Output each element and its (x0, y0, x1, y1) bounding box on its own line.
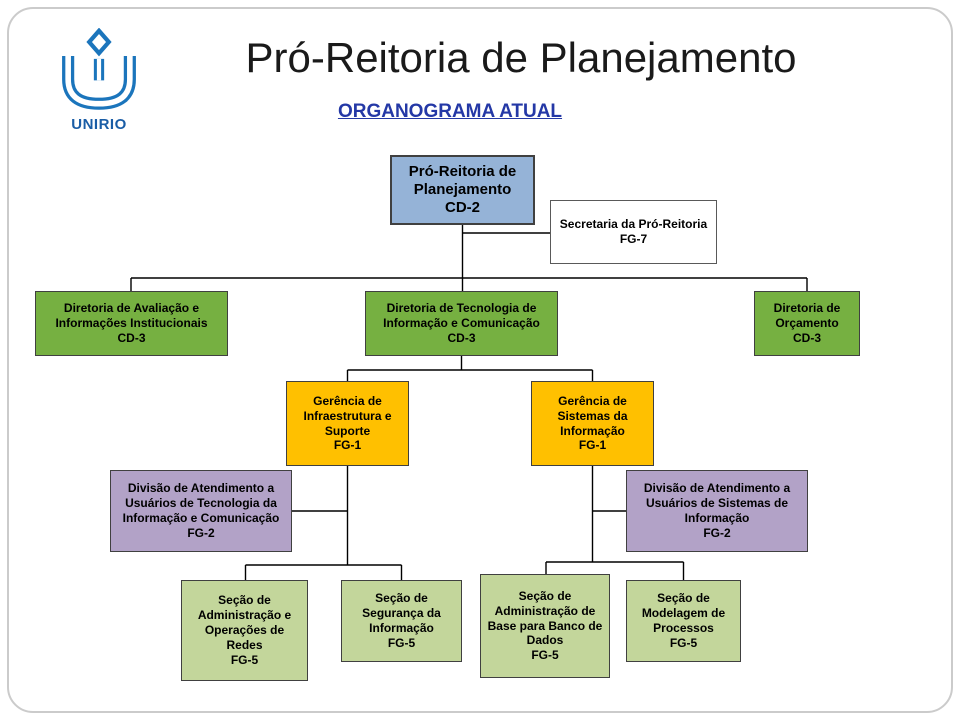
org-node-code: FG-5 (230, 652, 259, 667)
org-node-divisao-tic: Divisão de Atendimento a Usuários de Tec… (110, 470, 292, 552)
org-node-diretoria-tecnologia: Diretoria de Tecnologia de Informação e … (365, 291, 558, 356)
org-node-code: FG-5 (387, 635, 416, 650)
org-node-secao-banco: Seção de Administração de Base para Banc… (480, 574, 610, 678)
org-node-code: FG-2 (703, 525, 731, 540)
org-node-code: FG-1 (578, 438, 607, 453)
org-node-label: Diretoria de Orçamento (773, 301, 841, 331)
unirio-logo-icon (62, 27, 136, 110)
org-node-code: CD-3 (447, 330, 476, 345)
org-node-gerencia-infraestrutura: Gerência de Infraestrutura e Suporte FG-… (286, 381, 409, 466)
org-node-label: Diretoria de Tecnologia de Informação e … (383, 301, 540, 331)
org-node-label: Seção de Modelagem de Processos (641, 591, 726, 635)
org-node-pro-reitoria: Pró-Reitoria de Planejamento CD-2 (390, 155, 535, 225)
org-node-label: Pró-Reitoria de Planejamento (408, 163, 517, 198)
org-node-label: Diretoria de Avaliação e Informações Ins… (55, 301, 208, 331)
org-node-diretoria-avaliacao: Diretoria de Avaliação e Informações Ins… (35, 291, 228, 356)
org-node-label: Gerência de Sistemas da Informação (557, 393, 628, 438)
org-node-code: FG-1 (333, 438, 362, 453)
org-node-code: CD-3 (792, 330, 821, 345)
org-node-secao-redes: Seção de Administração e Operações de Re… (181, 580, 308, 681)
org-node-secretaria: Secretaria da Pró-Reitoria FG-7 (550, 200, 717, 264)
unirio-logo-text: UNIRIO (71, 116, 127, 133)
org-node-code: FG-7 (619, 232, 648, 246)
org-node-code: FG-5 (531, 648, 559, 663)
org-node-label: Gerência de Infraestrutura e Suporte (303, 393, 392, 438)
org-node-label: Divisão de Atendimento a Usuários de Tec… (122, 481, 280, 525)
org-node-code: CD-3 (117, 330, 146, 345)
org-node-gerencia-sistemas: Gerência de Sistemas da Informação FG-1 (531, 381, 654, 466)
org-node-secao-seguranca: Seção de Segurança da Informação FG-5 (341, 580, 462, 662)
page-subtitle: ORGANOGRAMA ATUAL (337, 101, 563, 122)
org-node-divisao-sistemas: Divisão de Atendimento a Usuários de Sis… (626, 470, 808, 552)
org-node-label: Seção de Administração e Operações de Re… (197, 593, 292, 652)
org-node-code: FG-5 (669, 635, 698, 650)
page-title: Pró-Reitoria de Planejamento (245, 34, 797, 81)
org-node-label: Seção de Segurança da Informação (362, 591, 441, 635)
unirio-logo: UNIRIO (46, 27, 152, 133)
org-node-code: CD-2 (444, 199, 480, 216)
org-node-secao-modelagem: Seção de Modelagem de Processos FG-5 (626, 580, 741, 662)
slide-border (7, 7, 953, 713)
org-node-label: Seção de Administração de Base para Banc… (487, 588, 603, 648)
connector-path (130, 225, 808, 580)
org-node-code: FG-2 (187, 525, 215, 540)
org-node-label: Divisão de Atendimento a Usuários de Sis… (643, 481, 791, 525)
org-node-diretoria-orcamento: Diretoria de Orçamento CD-3 (754, 291, 860, 356)
org-node-label: Secretaria da Pró-Reitoria (559, 217, 708, 232)
